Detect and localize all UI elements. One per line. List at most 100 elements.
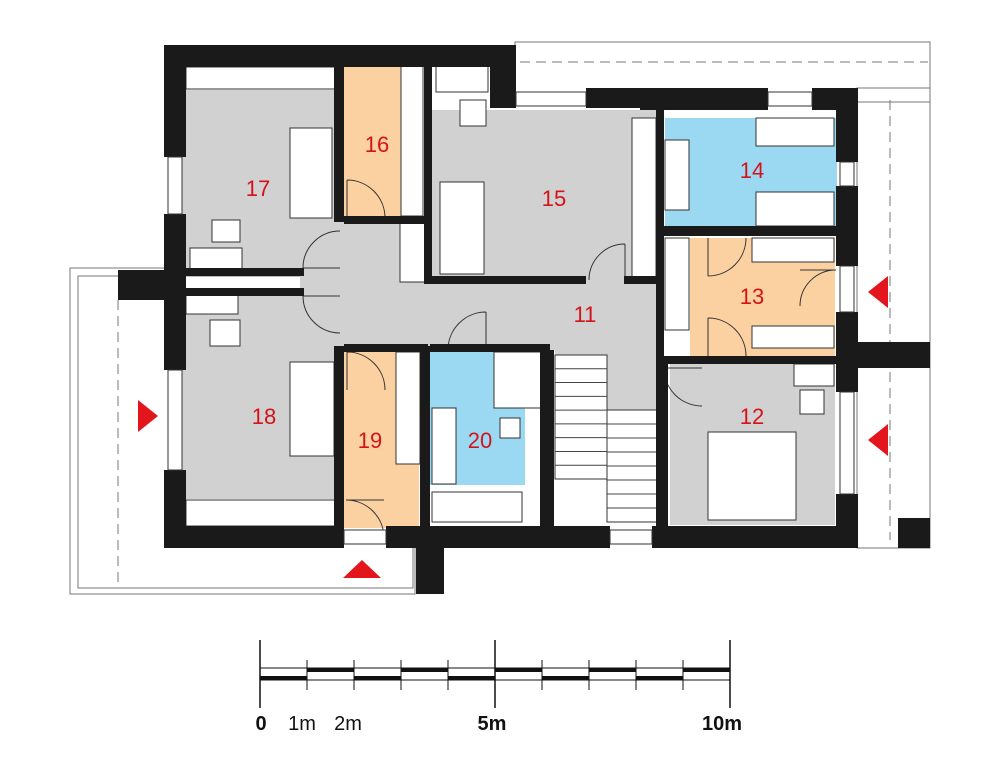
wall-pillar-bottom [416, 526, 444, 594]
entry-arrow-left [868, 276, 888, 308]
wall-int-15-bottom-right [624, 276, 658, 284]
wardrobe-17 [185, 66, 337, 90]
room-label-16: 16 [365, 132, 389, 157]
windows [167, 91, 855, 545]
window-15-top [515, 91, 587, 107]
room-label-14: 14 [740, 158, 764, 183]
scale-bar-segment [636, 676, 683, 680]
room-16-fill [343, 66, 401, 218]
scale-bar-segment [260, 676, 307, 680]
room-label-11: 11 [574, 302, 597, 327]
room-label-19: 19 [358, 428, 382, 453]
scale-label-5m: 5m [478, 713, 507, 735]
wall-int-16-bottom [344, 216, 424, 224]
room-label-20: 20 [468, 428, 492, 453]
scale-bar-segment [495, 668, 542, 672]
window-18-left [167, 369, 183, 471]
vanity-20 [431, 407, 457, 485]
scale-label-1m: 1m [288, 713, 316, 735]
shelf-13 [751, 237, 835, 263]
wall-int-19-top [344, 344, 428, 352]
wall-outer-right-mid1 [836, 186, 858, 266]
scale-label-10m: 10m [702, 713, 742, 735]
staircase-upper [554, 354, 608, 480]
bed-18 [289, 361, 335, 457]
scale-bar-segment [401, 668, 448, 672]
scale-bar-segment [589, 668, 636, 672]
bed-15 [439, 181, 485, 275]
stair-treads-upper [555, 368, 607, 466]
entry-arrows [138, 276, 888, 578]
scale-bar-segment [448, 676, 495, 680]
wall-int-20-top [430, 344, 550, 352]
shower-14 [755, 191, 835, 227]
room-labels: 17 16 15 14 13 11 18 19 20 12 [246, 132, 764, 453]
door-15 [588, 243, 626, 281]
room-label-18: 18 [252, 404, 276, 429]
window-13-right [839, 265, 855, 313]
window-19-bottom [343, 529, 387, 545]
bed-17 [289, 127, 333, 219]
desk-17 [189, 247, 243, 271]
entry-arrow-right [138, 400, 158, 432]
desk-15-chair [459, 99, 487, 127]
wall-int-13-12 [664, 356, 836, 364]
vanity-14 [664, 139, 690, 211]
scale-bar-segment [683, 668, 730, 672]
wardrobe-13 [664, 237, 690, 331]
wall-outer-right-low2 [836, 494, 858, 548]
terrace-right [856, 87, 931, 549]
entry-arrow-left-lower [868, 424, 888, 456]
scale-bar-segments [260, 668, 730, 680]
walls [118, 45, 930, 594]
staircase [554, 354, 658, 523]
wall-int-18-19 [334, 346, 344, 528]
scale-bar: 0 1m 2m 5m 10m [255, 640, 742, 735]
wall-int-20-right [540, 350, 554, 530]
bathtub-20 [431, 491, 523, 523]
entry-arrow-up [343, 560, 381, 578]
wall-top-14-left [640, 88, 768, 110]
scale-bar-ticks [259, 640, 731, 708]
scale-bar-segment [542, 676, 589, 680]
scale-bar-segment [354, 676, 401, 680]
scale-label-0: 0 [255, 713, 266, 735]
wall-outer-bottom-left [164, 526, 344, 548]
window-12-right [839, 391, 855, 495]
door-13-lower [707, 317, 747, 357]
wall-outer-right-top [836, 88, 858, 162]
shelf-hall [399, 221, 427, 283]
door-swings [302, 179, 837, 539]
scale-bar-segment [307, 668, 354, 672]
desk-15 [435, 65, 489, 93]
window-14-top [767, 91, 813, 107]
desk-17-chair [211, 219, 241, 243]
wall-int-18-top [186, 288, 304, 296]
furniture [185, 65, 835, 527]
wall-int-16-15 [424, 62, 432, 284]
wall-outer-top-15 [490, 88, 516, 108]
wall-outer-bottom-stairs [444, 526, 610, 548]
desk-18-chair [209, 319, 241, 347]
shower-20 [493, 351, 543, 409]
toilet-20 [499, 417, 521, 439]
door-19 [346, 351, 386, 391]
wall-int-15-14 [656, 108, 664, 360]
room-label-17: 17 [246, 176, 270, 201]
desk-12-chair [799, 389, 825, 415]
scale-label-2m: 2m [334, 713, 362, 735]
stair-treads-lower [607, 423, 657, 509]
wall-int-17-16 [334, 62, 344, 222]
wall-int-19-20 [420, 346, 430, 528]
wall-outer-right-mid2 [836, 312, 858, 342]
door-18 [302, 295, 341, 334]
wall-outer-left-bottom [164, 290, 186, 370]
bed-12 [707, 431, 797, 521]
room-label-12: 12 [740, 404, 764, 429]
wall-outer-left-top [164, 45, 186, 157]
shelf-16 [400, 65, 424, 217]
door-17 [302, 230, 341, 269]
door-13-balcony [799, 269, 837, 307]
desk-13 [751, 325, 835, 349]
